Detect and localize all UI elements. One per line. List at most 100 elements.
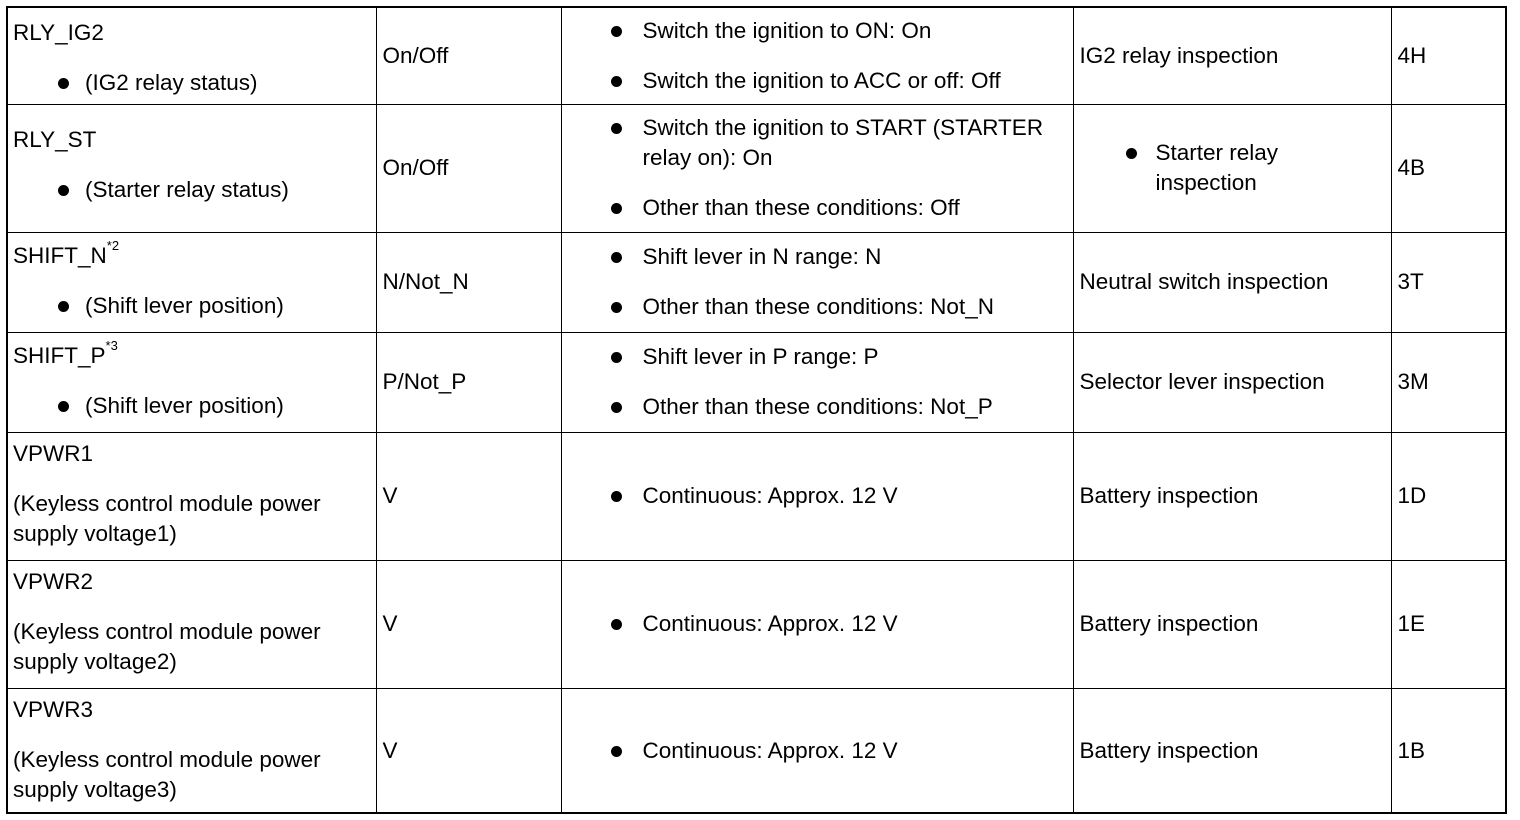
terminal-cell: 1B [1390, 687, 1505, 814]
condition-cell: Continuous: Approx. 12 V [560, 431, 1074, 561]
terminal-cell: 4B [1390, 103, 1505, 233]
unit-cell: On/Off [375, 8, 562, 105]
bullet-icon [58, 300, 69, 312]
unit-cell: On/Off [375, 103, 562, 233]
condition-text: Shift lever in P range: P [642, 344, 879, 369]
footnote-marker: *3 [105, 338, 118, 353]
condition-item: Switch the ignition to START (STARTER re… [568, 113, 1067, 173]
condition-text: Shift lever in N range: N [642, 244, 882, 269]
bullet-icon [610, 75, 622, 87]
item-name: RLY_ST [13, 125, 370, 155]
bullet-icon [610, 25, 622, 37]
inspection-text: Battery inspection [1079, 611, 1259, 636]
item-name: SHIFT_P*3 [13, 338, 370, 371]
item-name-text: SHIFT_P [13, 342, 106, 368]
item-description-text: (Keyless control module power supply vol… [13, 618, 321, 674]
condition-cell: Switch the ignition to ON: On Switch the … [560, 8, 1074, 105]
inspection-cell: Battery inspection [1072, 559, 1392, 689]
item-name-text: SHIFT_N [13, 242, 107, 268]
condition-cell: Switch the ignition to START (STARTER re… [560, 103, 1074, 233]
item-description-text: (Starter relay status) [85, 176, 289, 202]
inspection-cell: Selector lever inspection [1072, 331, 1392, 433]
table-row: SHIFT_N*2 (Shift lever position) N/Not_N Sh… [8, 231, 1505, 333]
item-description-text: (Keyless control module power supply vol… [13, 746, 321, 802]
condition-text: Other than these conditions: Not_N [642, 294, 994, 319]
condition-text: Switch the ignition to ACC or off: Off [642, 67, 1001, 93]
bullet-icon [610, 491, 622, 502]
condition-text: Switch the ignition to START (STARTER re… [642, 115, 1044, 170]
footnote-marker: *2 [106, 238, 120, 253]
bullet-icon [610, 352, 622, 363]
condition-item: Continuous: Approx. 12 V [568, 609, 1067, 639]
bullet-icon [610, 302, 622, 313]
condition-item: Other than these conditions: Not_P [568, 392, 1067, 422]
unit-cell: V [375, 559, 562, 689]
unit-cell: P/Not_P [375, 331, 562, 433]
item-description-bulleted: (Starter relay status) [13, 175, 370, 205]
item-description: (Keyless control module power supply vol… [13, 489, 370, 549]
bullet-icon [610, 746, 622, 758]
bullet-icon [610, 619, 622, 630]
item-description-bulleted: (Shift lever position) [13, 391, 370, 421]
unit-cell: N/Not_N [375, 231, 562, 333]
condition-text: Other than these conditions: Off [642, 195, 960, 220]
terminal-cell: 1D [1390, 431, 1505, 561]
bullet-icon [58, 78, 69, 89]
bullet-icon [58, 400, 69, 412]
condition-text: Switch the ignition to ON: On [642, 17, 932, 43]
inspection-cell: Battery inspection [1072, 687, 1392, 814]
condition-item: Shift lever in P range: P [568, 342, 1067, 372]
item-cell: SHIFT_N*2 (Shift lever position) [8, 231, 377, 333]
bullet-icon [610, 123, 622, 134]
condition-text: Continuous: Approx. 12 V [642, 738, 898, 764]
condition-text: Continuous: Approx. 12 V [642, 483, 898, 508]
bullet-icon [610, 252, 622, 263]
condition-cell: Continuous: Approx. 12 V [560, 687, 1074, 814]
bullet-icon [58, 184, 69, 196]
table-row: VPWR2 (Keyless control module power suppl… [8, 559, 1505, 689]
item-name-text: RLY_IG2 [13, 20, 104, 45]
inspection-cell: Starter relay inspection [1072, 103, 1392, 233]
item-cell: RLY_ST (Starter relay status) [8, 103, 377, 233]
item-name: RLY_IG2 [13, 18, 370, 48]
item-description-text: (Shift lever position) [85, 292, 284, 318]
unit-cell: V [375, 687, 562, 814]
inspection-text: Starter relay inspection [1155, 140, 1279, 195]
table-row: RLY_ST (Starter relay status) On/Off Switch… [8, 103, 1505, 233]
item-name-text: VPWR3 [13, 696, 94, 722]
terminal-cell: 3M [1390, 331, 1505, 433]
item-name-text: RLY_ST [13, 126, 97, 152]
item-name: SHIFT_N*2 [13, 238, 370, 271]
condition-cell: Shift lever in P range: P Other than thes… [560, 331, 1074, 433]
table-row: VPWR1 (Keyless control module power suppl… [8, 431, 1505, 561]
inspection-text: Battery inspection [1079, 738, 1259, 764]
inspection-text: Neutral switch inspection [1079, 269, 1329, 294]
terminal-cell: 1E [1390, 559, 1505, 689]
inspection-text: Battery inspection [1079, 483, 1259, 508]
item-cell: VPWR2 (Keyless control module power suppl… [8, 559, 377, 689]
inspection-cell: Neutral switch inspection [1072, 231, 1392, 333]
item-name: VPWR2 [13, 567, 370, 597]
inspection-text: IG2 relay inspection [1079, 42, 1279, 68]
item-cell: RLY_IG2(IG2 relay status) [8, 8, 377, 105]
item-name: VPWR3 [13, 695, 370, 725]
item-description-bulleted: (Shift lever position) [13, 291, 370, 321]
inspection-item: Starter relay inspection [1080, 138, 1385, 198]
inspection-cell: Battery inspection [1072, 431, 1392, 561]
condition-cell: Continuous: Approx. 12 V [560, 559, 1074, 689]
item-cell: VPWR1 (Keyless control module power suppl… [8, 431, 377, 561]
condition-item: Other than these conditions: Off [568, 193, 1067, 223]
item-cell: SHIFT_P*3 (Shift lever position) [8, 331, 377, 433]
condition-item: Switch the ignition to ON: On [568, 16, 1067, 46]
item-description: (Keyless control module power supply vol… [13, 745, 370, 805]
unit-cell: V [375, 431, 562, 561]
terminal-cell: 4H [1390, 8, 1505, 105]
bullet-icon [1125, 148, 1137, 159]
condition-item: Other than these conditions: Not_N [568, 292, 1067, 322]
item-name: VPWR1 [13, 439, 370, 469]
inspection-cell: IG2 relay inspection [1072, 8, 1392, 105]
